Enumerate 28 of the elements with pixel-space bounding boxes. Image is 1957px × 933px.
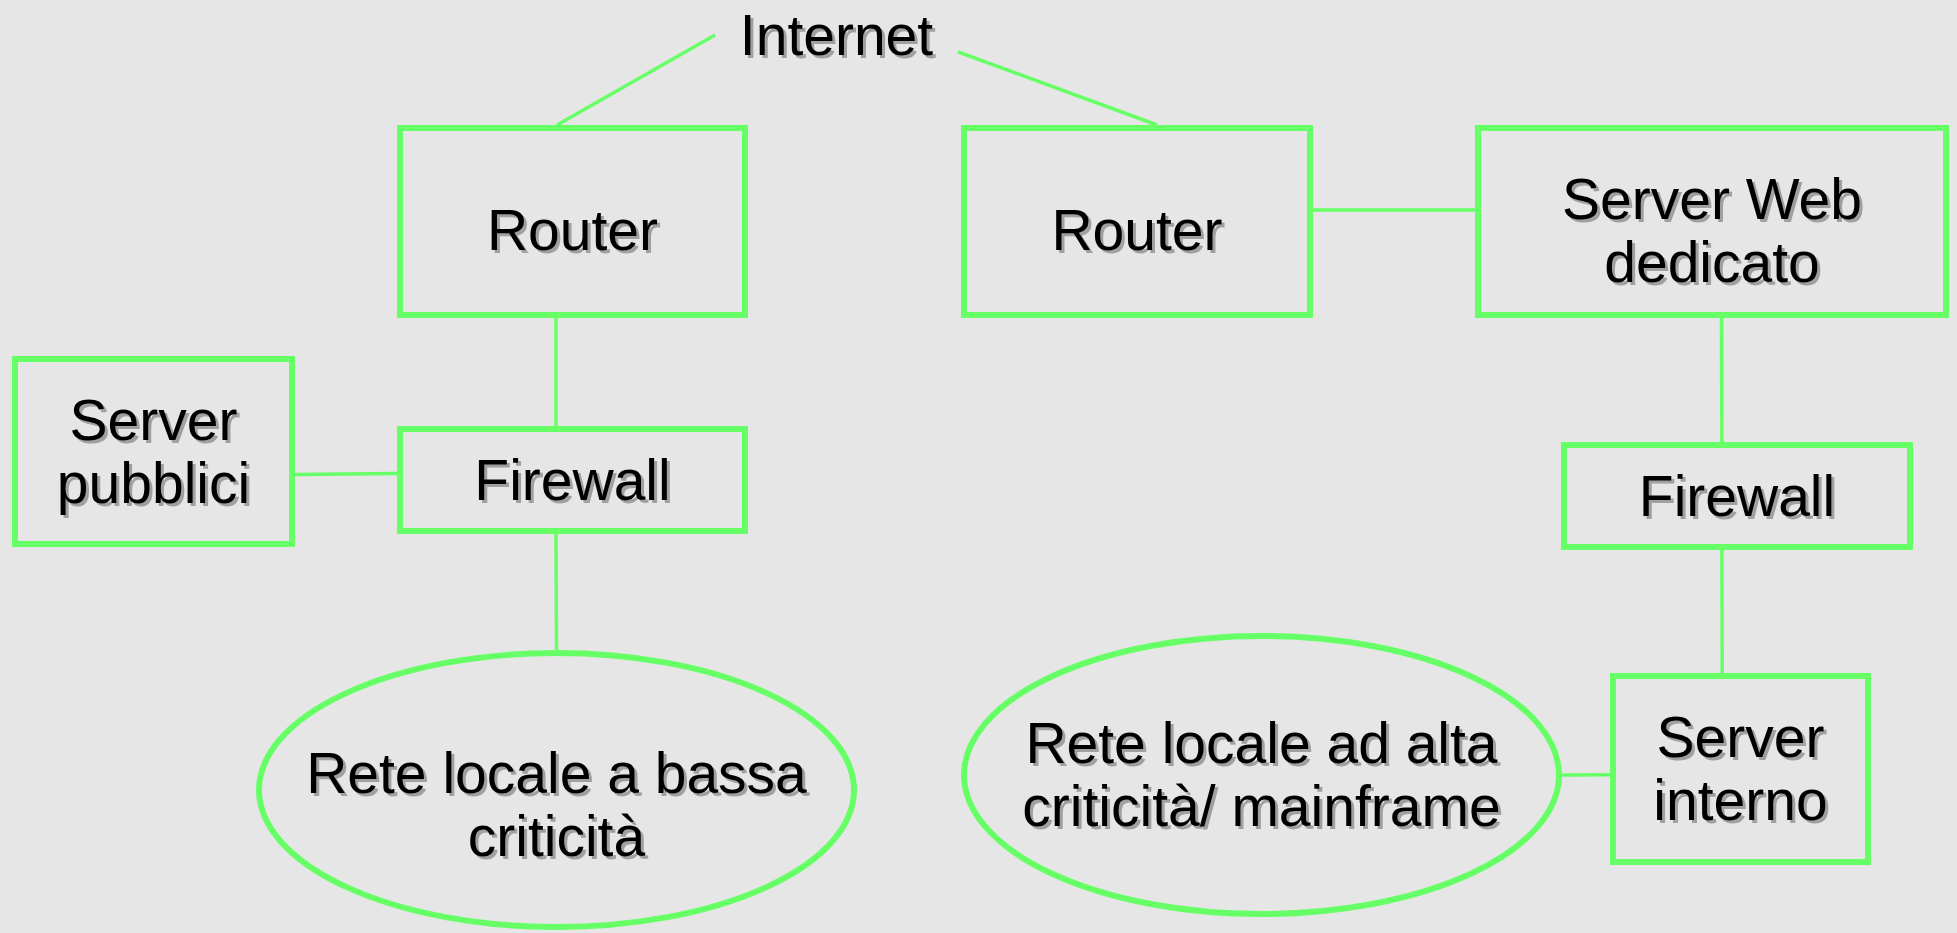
connector-line [1720, 550, 1724, 673]
node-text: Server Web dedicato [1561, 167, 1863, 294]
network-ellipse [961, 633, 1562, 917]
node-text: Router [485, 199, 660, 262]
connector-line [554, 534, 559, 650]
node-text: Server interno [1652, 706, 1829, 832]
network-ellipse [256, 650, 857, 930]
network-box [12, 356, 295, 547]
connector-line [554, 318, 558, 426]
connector-line [1719, 318, 1724, 442]
network-box [961, 125, 1313, 318]
node-text: Rete locale ad alta criticità/ mainframe [1021, 712, 1502, 838]
connector-line [1562, 773, 1610, 777]
node-text: Rete locale a bassa criticità [305, 742, 808, 868]
network-box [397, 125, 748, 318]
connector-line [295, 471, 397, 477]
connector-line [556, 33, 716, 127]
node-text: Internet [738, 3, 935, 67]
network-box [397, 426, 748, 534]
node-text: Firewall [473, 448, 672, 512]
node-text: Firewall [1637, 464, 1837, 528]
connector-line [957, 50, 1158, 127]
connector-line [1313, 208, 1475, 212]
node-text: Router [1050, 199, 1224, 262]
network-box [1561, 442, 1913, 550]
network-box [1475, 125, 1949, 318]
network-box [1610, 673, 1871, 865]
node-text: Server pubblici [55, 388, 252, 515]
